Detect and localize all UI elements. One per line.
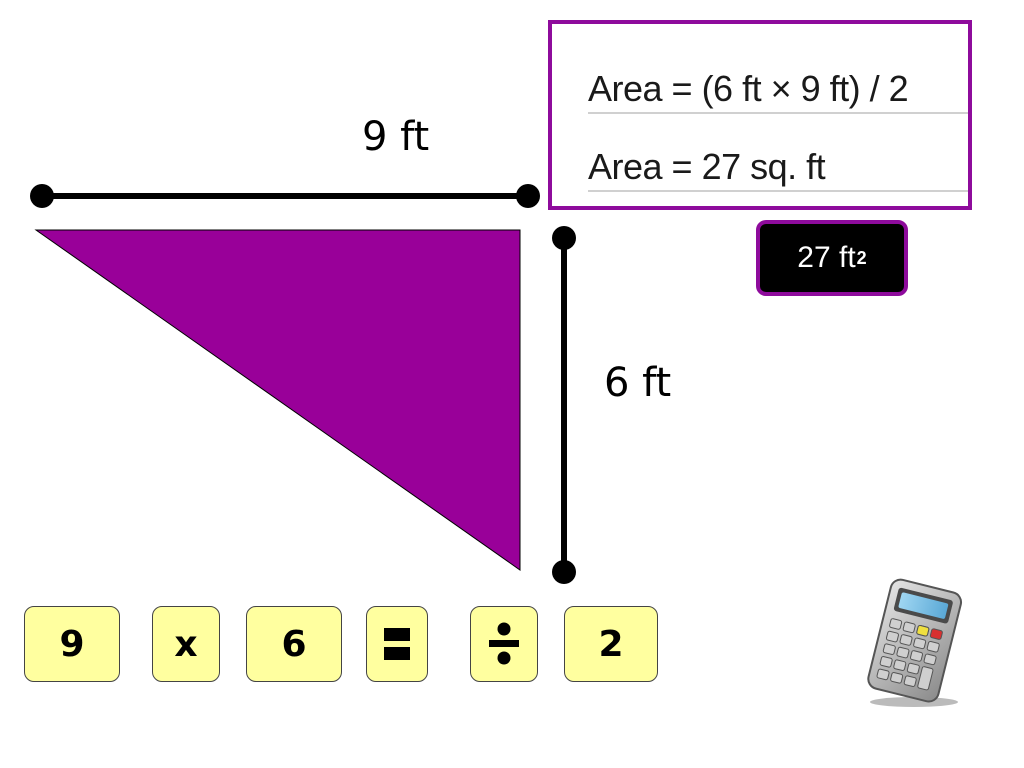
base-endpoint-right <box>516 184 540 208</box>
height-label: 6 ft <box>604 360 671 406</box>
tile-label: x <box>174 623 198 665</box>
answer-exponent: 2 <box>856 247 867 268</box>
formula-line-1: Area = (6 ft × 9 ft) / 2 <box>588 68 909 109</box>
tile-label: 2 <box>598 623 624 665</box>
formula-divider <box>588 112 968 114</box>
height-endpoint-bottom <box>552 560 576 584</box>
tile-label: 9 <box>59 623 85 665</box>
divide-icon <box>489 622 519 665</box>
calculator-icon[interactable] <box>852 578 972 708</box>
height-endpoint-top <box>552 226 576 250</box>
formula-box: Area = (6 ft × 9 ft) / 2 Area = 27 sq. f… <box>548 20 972 210</box>
tile-equals[interactable] <box>366 606 428 682</box>
tile-divide[interactable] <box>470 606 538 682</box>
formula-divider <box>588 190 968 192</box>
tile-label: 6 <box>281 623 307 665</box>
answer-value: 27 ft <box>797 241 856 274</box>
formula-line-2: Area = 27 sq. ft <box>588 146 826 187</box>
tile-multiply[interactable]: x <box>152 606 220 682</box>
base-endpoint-left <box>30 184 54 208</box>
tile-nine[interactable]: 9 <box>24 606 120 682</box>
equals-icon <box>384 628 410 660</box>
base-label: 9 ft <box>362 114 429 160</box>
right-triangle <box>34 229 521 571</box>
tile-two[interactable]: 2 <box>564 606 658 682</box>
tile-six[interactable]: 6 <box>246 606 342 682</box>
